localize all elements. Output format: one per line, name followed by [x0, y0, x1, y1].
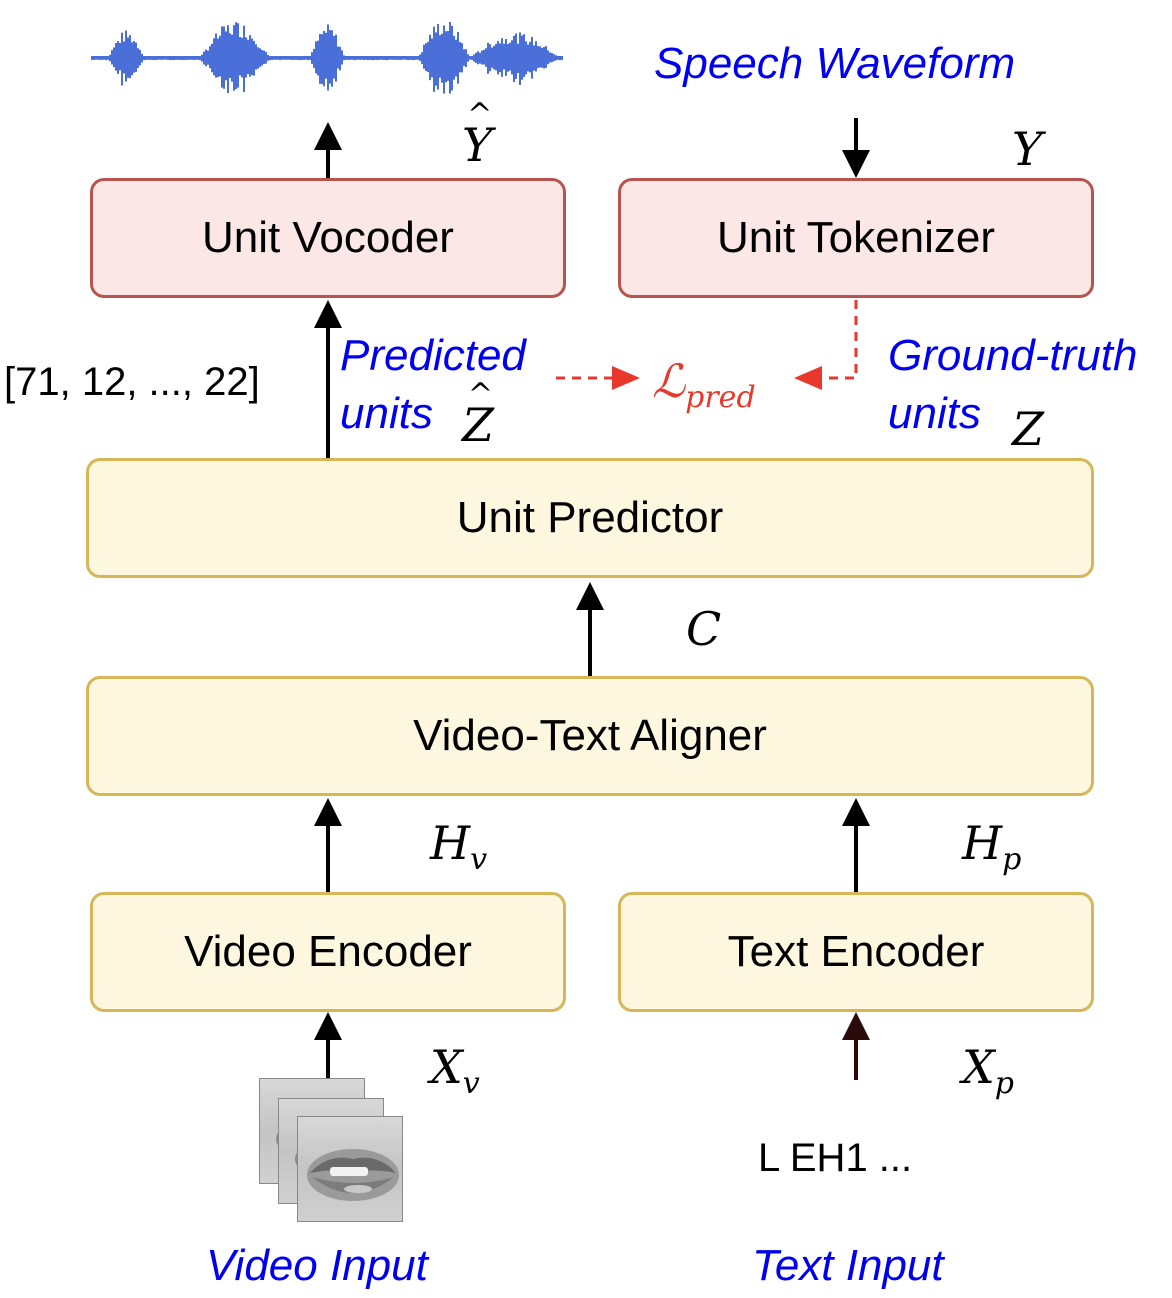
z-symbol: Z: [1012, 402, 1044, 456]
y-hat-symbol: Y: [462, 122, 492, 168]
ground-truth-units-label: units: [888, 389, 981, 438]
arrow-vocoder-to-waveform: [314, 122, 342, 178]
z-hat-symbol: Z: [462, 402, 494, 448]
arrow-waveform-to-tokenizer: [842, 118, 870, 178]
arrow-text-encoder-to-aligner: [842, 798, 870, 892]
text-input-label: Text Input: [752, 1241, 944, 1290]
unit-vocoder-label: Unit Vocoder: [202, 213, 454, 262]
x-v-symbol: Xv: [430, 1040, 480, 1101]
h-p-symbol: Hp: [962, 816, 1022, 877]
lip-frame-3: [297, 1116, 403, 1222]
arrow-video-input-to-encoder: [314, 1012, 342, 1078]
arrow-aligner-to-predictor: [576, 582, 604, 676]
c-symbol: C: [686, 602, 722, 656]
dashed-arrow-predicted-to-loss: [556, 366, 640, 390]
arrow-predictor-to-vocoder: [314, 300, 342, 458]
unit-tokenizer-box: Unit Tokenizer: [618, 178, 1094, 298]
text-encoder-box: Text Encoder: [618, 892, 1094, 1012]
video-input-label: Video Input: [206, 1241, 428, 1290]
arrow-video-encoder-to-aligner: [314, 798, 342, 892]
y-symbol: Y: [1012, 122, 1043, 176]
unit-tokenizer-label: Unit Tokenizer: [717, 213, 995, 262]
dashed-arrow-ground-truth-to-loss: [794, 300, 858, 390]
loss-pred-symbol: ℒpred: [652, 354, 756, 415]
arrow-text-input-to-encoder: [842, 1012, 870, 1080]
phoneme-sequence-text: L EH1 ...: [758, 1136, 913, 1180]
video-text-aligner-box: Video-Text Aligner: [86, 676, 1094, 796]
predicted-units-label: units: [340, 389, 433, 438]
text-encoder-label: Text Encoder: [727, 927, 985, 976]
video-encoder-box: Video Encoder: [90, 892, 566, 1012]
x-p-symbol: Xp: [962, 1040, 1014, 1101]
unit-sequence-text: [71, 12, ..., 22]: [4, 360, 260, 404]
video-text-aligner-label: Video-Text Aligner: [413, 711, 767, 760]
video-encoder-label: Video Encoder: [184, 927, 472, 976]
speech-waveform-label: Speech Waveform: [654, 39, 1016, 88]
h-v-symbol: Hv: [430, 816, 488, 877]
speech-waveform-image: [91, 21, 563, 94]
predicted-label: Predicted: [340, 331, 526, 380]
unit-predictor-label: Unit Predictor: [456, 493, 724, 542]
unit-predictor-box: Unit Predictor: [86, 458, 1094, 578]
ground-truth-label: Ground-truth: [888, 331, 1138, 380]
unit-vocoder-box: Unit Vocoder: [90, 178, 566, 298]
